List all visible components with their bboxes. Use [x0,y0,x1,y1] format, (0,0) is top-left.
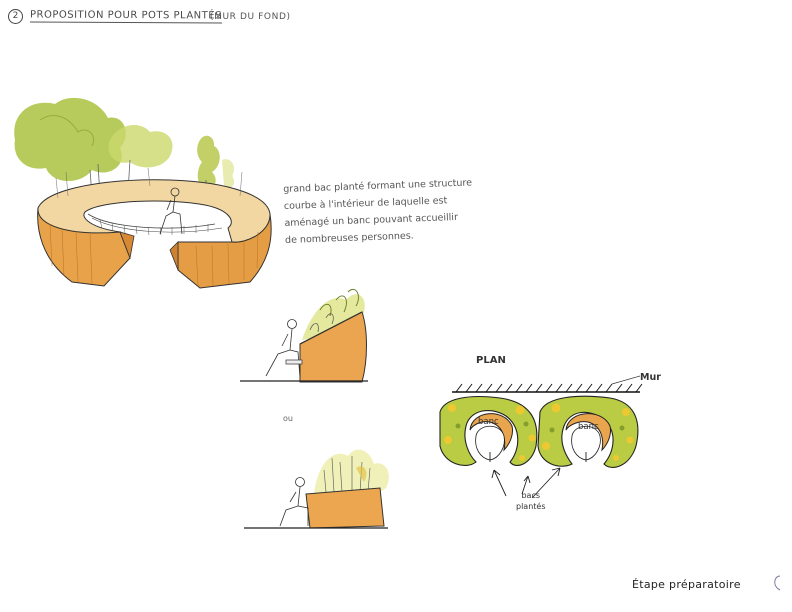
box-planter-body [305,487,385,529]
planter-annotation: grand bac planté formant une structure c… [283,173,525,249]
bench-label-left: banc [478,417,499,427]
seated-person-3 [279,477,309,527]
bench-label-right: banc [578,422,599,432]
plan-planter-right [537,395,639,468]
planter-wall-right [177,213,272,289]
planters-label: bacs plantés [516,490,546,512]
tree-left-foliage [14,97,126,182]
section-sketch-box [244,449,389,529]
plan-bench-left [469,413,513,452]
planters-label-line2: plantés [516,502,546,511]
seated-person-2 [265,319,303,379]
stage-label: Étape préparatoire [632,578,741,591]
circular-planter-sketch [14,97,272,289]
planter-top-ring [37,179,271,243]
corner-mark [774,575,781,591]
page-title: PROPOSITION POUR POTS PLANTÉS [29,9,222,24]
wall-label: Mur [640,372,661,383]
sloped-planter-body [299,311,367,383]
seated-person-sketch [159,187,183,235]
page-subtitle: (MUR DU FOND) [210,12,291,22]
or-label: ou [283,414,293,423]
plan-bench-right [565,413,611,452]
plan-label: PLAN [476,355,506,366]
section-number: 2 [8,9,23,24]
planters-label-line1: bacs [521,491,541,500]
section-sketch-sloped [240,288,368,383]
shrub-right [197,135,220,189]
plan-view [439,375,643,499]
tree-right-foliage [108,125,173,168]
plan-planter-left [439,395,538,466]
